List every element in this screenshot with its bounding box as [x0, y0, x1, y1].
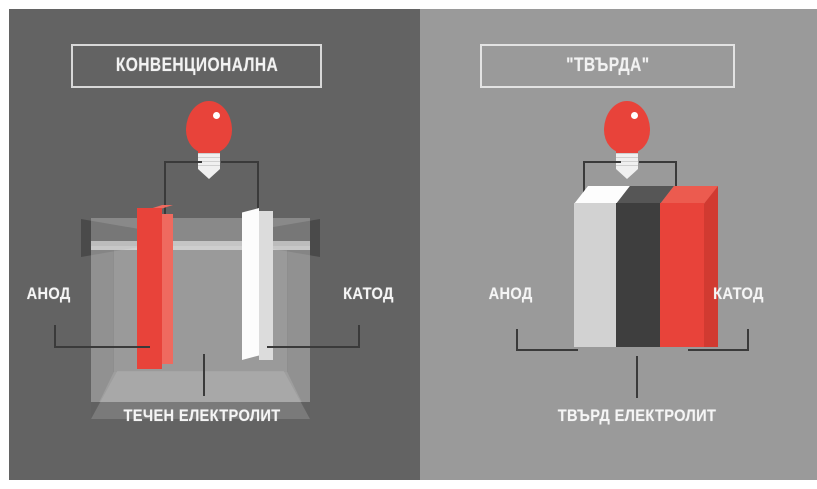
wire-down-to-anode	[583, 161, 585, 209]
anode-electrode-side-face	[162, 214, 173, 364]
bracket-anode-arm	[516, 349, 578, 351]
panel-conventional-battery: КОНВЕНЦИОНАЛНА АНОД	[9, 9, 420, 480]
anode-electrode-plate	[137, 208, 162, 369]
label-anode-solid: АНОД	[488, 284, 533, 303]
wire-down-to-anode	[164, 161, 166, 217]
beaker-wall-left	[91, 250, 114, 419]
panel-solid-state-battery: "ТВЪРДА" АНОД КАТОД	[420, 9, 817, 480]
solid-cathode-layer	[660, 203, 704, 347]
beaker-wall-right	[287, 250, 310, 419]
label-liquid-electrolyte: ТЕЧЕН ЕЛЕКТРОЛИТ	[123, 406, 281, 425]
wire-down-to-cathode	[257, 161, 259, 217]
label-cathode-solid: КАТОД	[713, 284, 764, 303]
wire-down-to-cathode	[675, 161, 677, 209]
bulb-glass	[604, 101, 650, 153]
bulb-tip	[198, 169, 220, 179]
label-anode-conventional: АНОД	[26, 284, 71, 303]
beaker-floor	[91, 371, 310, 419]
leader-line-liquid-electrolyte	[203, 354, 205, 396]
label-solid-electrolyte: ТВЪРД ЕЛЕКТРОЛИТ	[557, 406, 717, 425]
bulb-base-threads	[616, 153, 638, 169]
bracket-anode-stem	[54, 325, 56, 348]
bulb-glass	[186, 101, 232, 153]
solid-anode-top-face	[574, 186, 630, 204]
title-text-solid: "ТВЪРДА"	[565, 55, 650, 76]
light-bulb-icon	[182, 101, 236, 179]
title-plate-conventional: КОНВЕНЦИОНАЛНА	[71, 44, 322, 88]
leader-line-solid-electrolyte	[636, 356, 638, 398]
cathode-electrode-side-face	[259, 211, 273, 360]
label-cathode-conventional: КАТОД	[343, 284, 394, 303]
bulb-highlight-dot	[213, 112, 220, 119]
wire-top-right-segment	[221, 161, 259, 163]
wire-top-left-segment	[164, 161, 202, 163]
solid-cathode-side-face	[704, 186, 718, 347]
bulb-highlight-dot	[631, 112, 638, 119]
title-text-conventional: КОНВЕНЦИОНАЛНА	[115, 55, 278, 76]
solid-electrolyte-layer	[616, 203, 660, 347]
bulb-tip	[616, 169, 638, 179]
bracket-cathode-stem	[747, 329, 749, 351]
title-plate-solid: "ТВЪРДА"	[480, 44, 735, 88]
liquid-electrolyte-volume	[91, 246, 310, 402]
bracket-anode-arm	[54, 346, 150, 348]
bracket-cathode-arm	[688, 349, 749, 351]
wire-top-left-segment	[583, 161, 621, 163]
bracket-cathode-stem	[358, 325, 360, 348]
bulb-neck	[198, 145, 220, 155]
light-bulb-icon	[600, 101, 654, 179]
cathode-electrode-plate	[242, 208, 259, 360]
wire-top-right-segment	[639, 161, 677, 163]
solid-electrolyte-top-face	[616, 186, 674, 204]
bulb-neck	[616, 145, 638, 155]
bracket-cathode-arm	[267, 346, 360, 348]
bracket-anode-stem	[516, 329, 518, 351]
liquid-surface-line	[91, 241, 310, 250]
solid-anode-layer	[574, 203, 616, 347]
solid-cathode-top-face	[660, 186, 718, 204]
bulb-base-threads	[198, 153, 220, 169]
